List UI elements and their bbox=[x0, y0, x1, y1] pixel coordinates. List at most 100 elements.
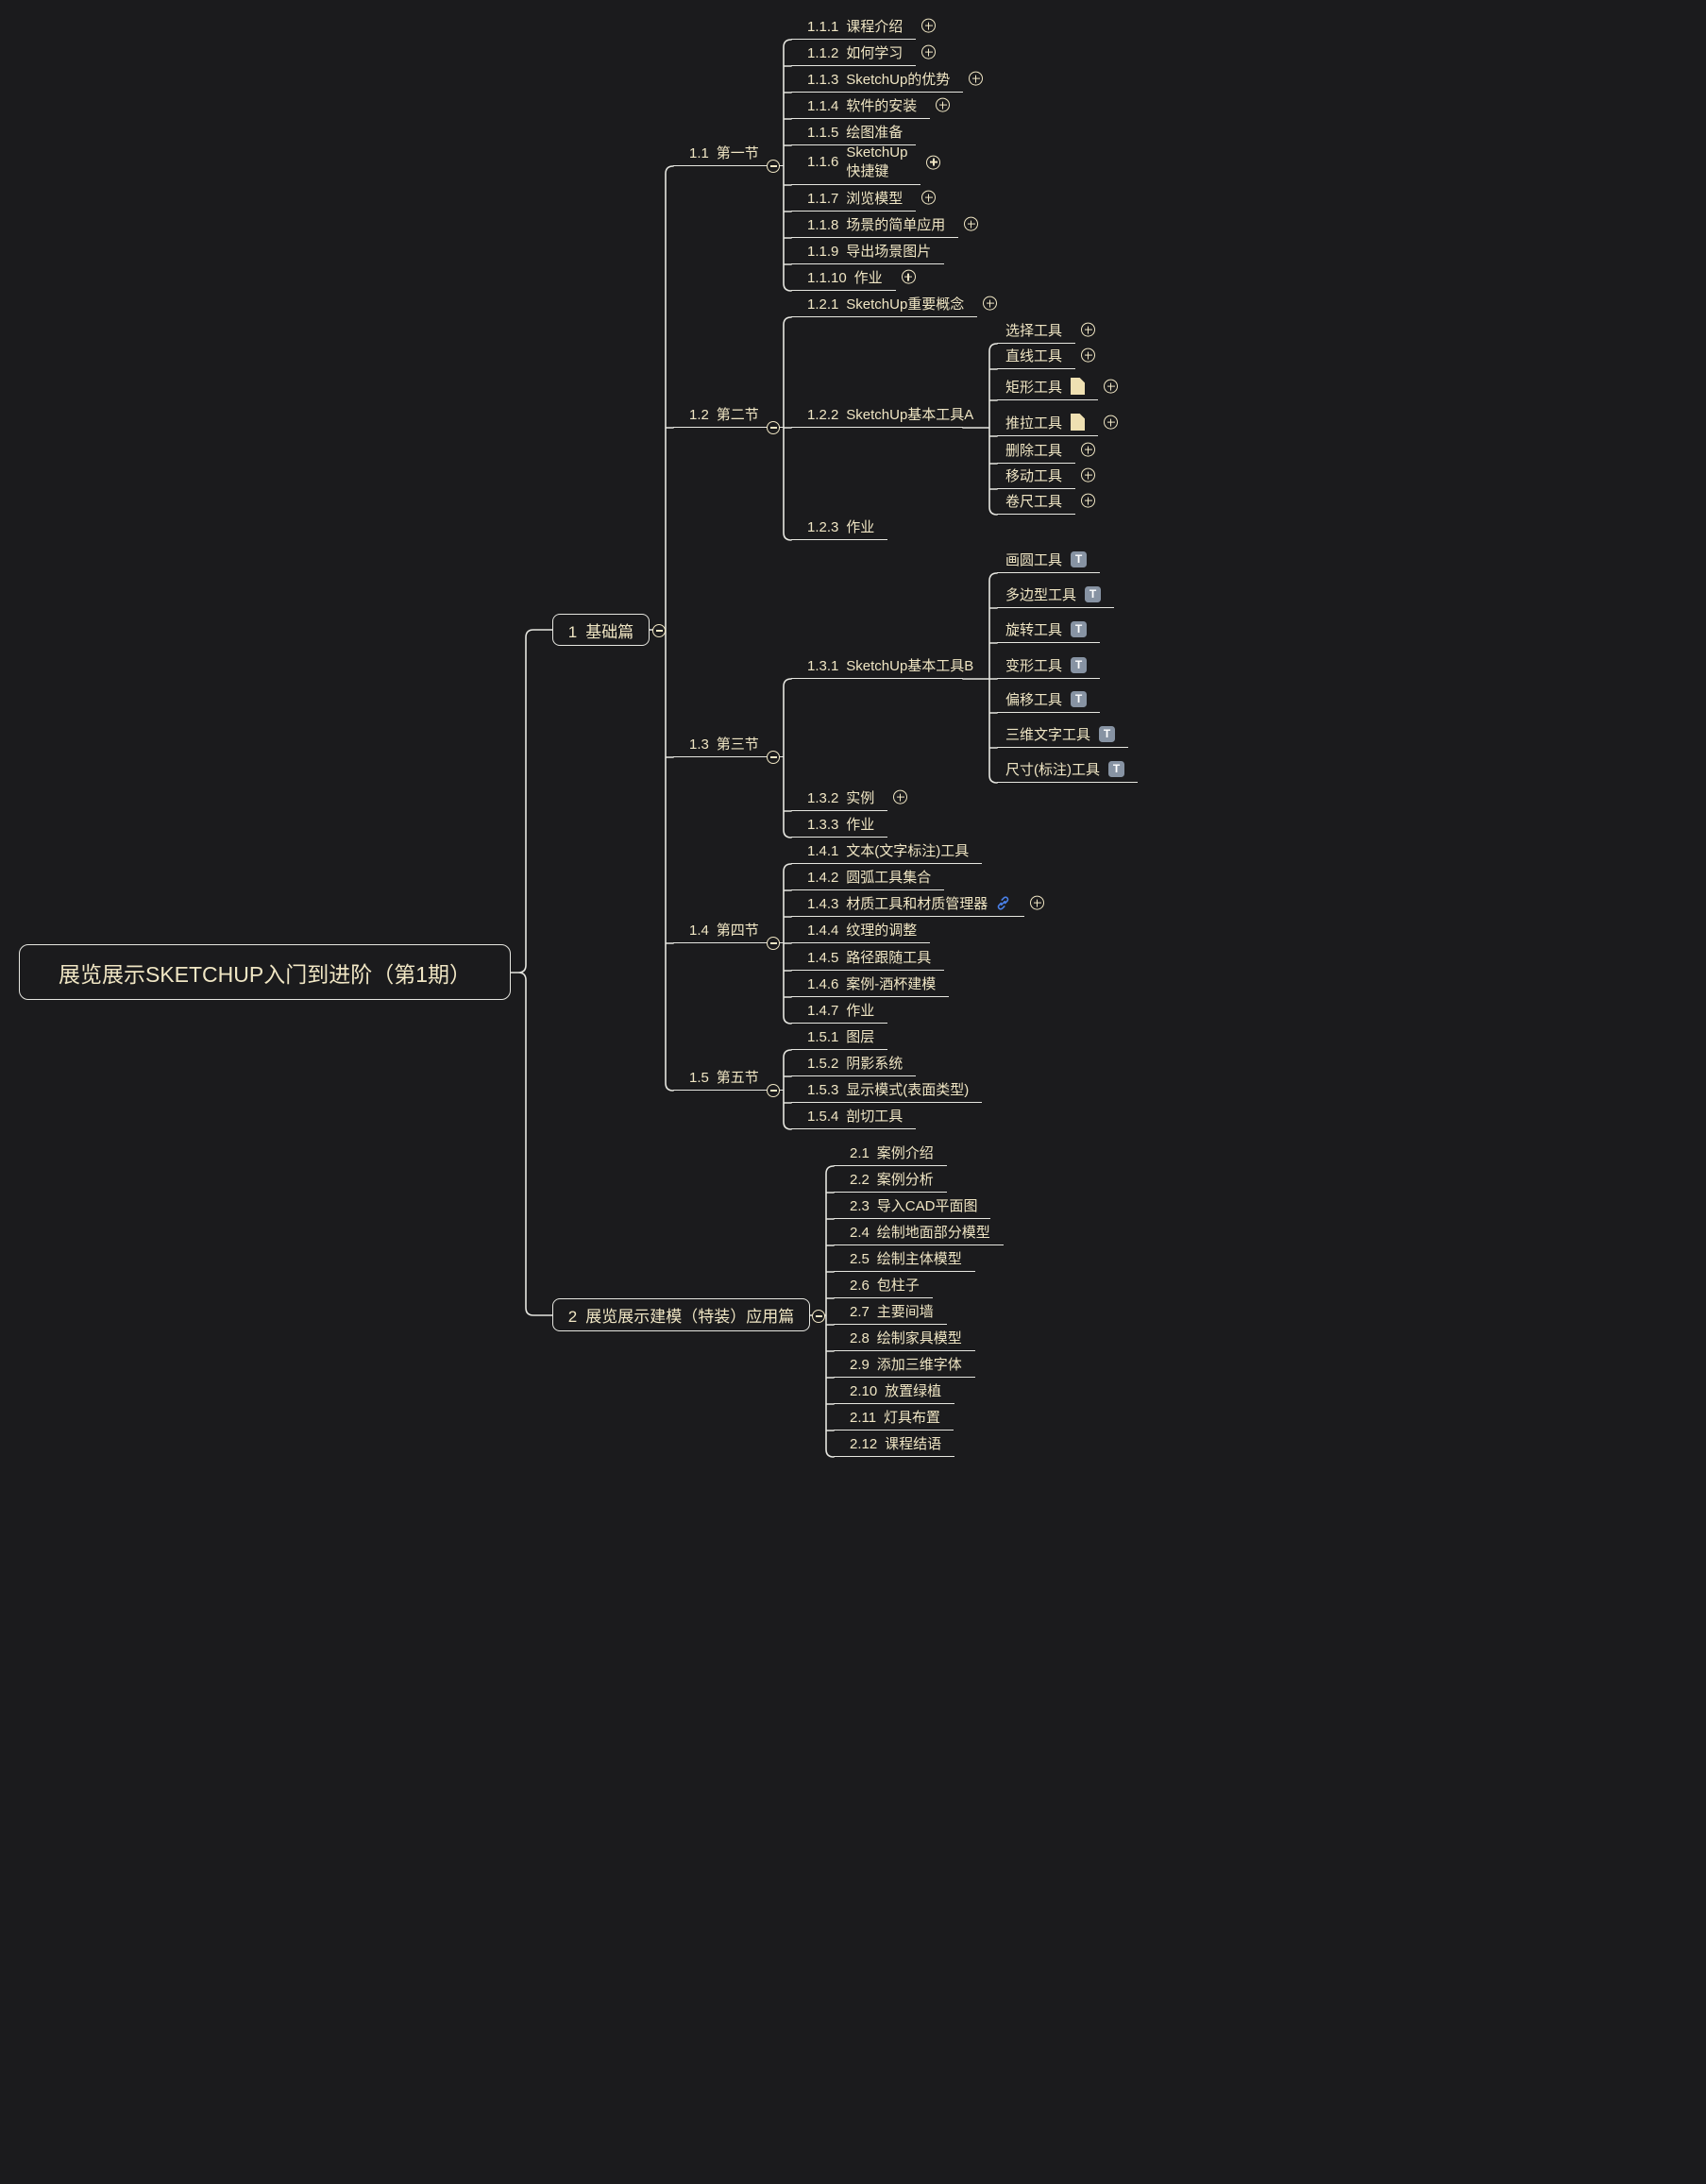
collapse-icon[interactable] bbox=[767, 1084, 780, 1097]
topic-1-4-6[interactable]: 1.4.6 案例-酒杯建模 bbox=[791, 972, 950, 997]
template-icon[interactable]: T bbox=[1071, 656, 1088, 673]
expand-icon[interactable] bbox=[921, 44, 937, 59]
topic-1-5-1[interactable]: 1.5.1 图层 bbox=[791, 1024, 888, 1050]
template-icon[interactable]: T bbox=[1071, 550, 1088, 567]
topic-rectangle-tool[interactable]: 矩形工具 bbox=[997, 375, 1119, 400]
expand-icon[interactable] bbox=[1081, 442, 1096, 457]
topic-1-2-1[interactable]: 1.2.1 SketchUp重要概念 bbox=[791, 292, 998, 317]
topic-2-3[interactable]: 2.3 导入CAD平面图 bbox=[834, 1194, 991, 1219]
topic-offset-tool[interactable]: 偏移工具 T bbox=[997, 687, 1101, 713]
expand-icon[interactable] bbox=[1104, 379, 1119, 394]
topic-1-3-1[interactable]: 1.3.1 SketchUp基本工具B bbox=[791, 653, 973, 679]
collapse-icon[interactable] bbox=[767, 160, 780, 173]
topic-1-4-3[interactable]: 1.4.3 材质工具和材质管理器 bbox=[791, 891, 1045, 917]
topic-1-1-3[interactable]: 1.1.3 SketchUp的优势 bbox=[791, 67, 984, 93]
topic-1-4-2[interactable]: 1.4.2 圆弧工具集合 bbox=[791, 865, 945, 890]
topic-3dtext-tool[interactable]: 三维文字工具 T bbox=[997, 722, 1129, 748]
topic-2-11[interactable]: 2.11 灯具布置 bbox=[834, 1405, 954, 1431]
expand-icon[interactable] bbox=[1081, 493, 1096, 508]
collapse-icon[interactable] bbox=[767, 421, 780, 434]
topic-erase-tool[interactable]: 删除工具 bbox=[997, 438, 1096, 464]
topic-1-1-9[interactable]: 1.1.9 导出场景图片 bbox=[791, 239, 945, 264]
topic-tape-tool[interactable]: 卷尺工具 bbox=[997, 489, 1096, 515]
main-topic-application[interactable]: 2 展览展示建模（特装）应用篇 bbox=[552, 1298, 810, 1331]
expand-icon[interactable] bbox=[983, 296, 998, 311]
expand-icon[interactable] bbox=[936, 97, 951, 112]
expand-icon[interactable] bbox=[901, 269, 916, 284]
topic-2-12[interactable]: 2.12 课程结语 bbox=[834, 1431, 955, 1457]
topic-rotate-tool[interactable]: 旋转工具 T bbox=[997, 618, 1101, 643]
topic-pushpull-tool[interactable]: 推拉工具 bbox=[997, 411, 1119, 436]
topic-2-2[interactable]: 2.2 案例分析 bbox=[834, 1167, 947, 1193]
topic-1-4-4[interactable]: 1.4.4 纹理的调整 bbox=[791, 918, 931, 943]
topic-1-3[interactable]: 1.3 第三节 bbox=[673, 732, 784, 764]
topic-2-1[interactable]: 2.1 案例介绍 bbox=[834, 1141, 947, 1166]
template-icon[interactable]: T bbox=[1085, 585, 1102, 602]
expand-icon[interactable] bbox=[921, 190, 937, 205]
topic-1-4[interactable]: 1.4 第四节 bbox=[673, 918, 784, 950]
topic-1-1-4[interactable]: 1.1.4 软件的安装 bbox=[791, 93, 951, 119]
topic-1-4-7[interactable]: 1.4.7 作业 bbox=[791, 998, 888, 1024]
template-icon[interactable]: T bbox=[1071, 620, 1088, 637]
template-icon[interactable]: T bbox=[1099, 725, 1116, 742]
topic-1-2[interactable]: 1.2 第二节 bbox=[673, 402, 784, 434]
topic-2-5[interactable]: 2.5 绘制主体模型 bbox=[834, 1246, 975, 1272]
topic-line-tool[interactable]: 直线工具 bbox=[997, 344, 1096, 369]
expand-icon[interactable] bbox=[964, 216, 979, 231]
topic-1-4-1[interactable]: 1.4.1 文本(文字标注)工具 bbox=[791, 838, 983, 864]
topic-1-1-10[interactable]: 1.1.10 作业 bbox=[791, 265, 916, 291]
topic-2-4[interactable]: 2.4 绘制地面部分模型 bbox=[834, 1220, 1004, 1245]
template-icon[interactable]: T bbox=[1108, 760, 1124, 777]
topic-1-3-2[interactable]: 1.3.2 实例 bbox=[791, 786, 908, 811]
expand-icon[interactable] bbox=[921, 18, 937, 33]
topic-scale-tool[interactable]: 变形工具 T bbox=[997, 653, 1101, 679]
expand-icon[interactable] bbox=[1081, 467, 1096, 483]
expand-icon[interactable] bbox=[1030, 895, 1045, 910]
collapse-icon[interactable] bbox=[767, 751, 780, 764]
expand-icon[interactable] bbox=[1081, 322, 1096, 337]
topic-1-3-3[interactable]: 1.3.3 作业 bbox=[791, 812, 888, 838]
expand-icon[interactable] bbox=[926, 155, 941, 170]
template-icon[interactable]: T bbox=[1071, 690, 1088, 707]
topic-1-1-1[interactable]: 1.1.1 课程介绍 bbox=[791, 14, 937, 40]
topic-1-5-3[interactable]: 1.5.3 显示模式(表面类型) bbox=[791, 1077, 983, 1103]
topic-1-1-8[interactable]: 1.1.8 场景的简单应用 bbox=[791, 212, 979, 238]
topic-1-2-3[interactable]: 1.2.3 作业 bbox=[791, 515, 888, 540]
topic-1-2-2[interactable]: 1.2.2 SketchUp基本工具A bbox=[791, 402, 973, 428]
topic-1-1-5[interactable]: 1.1.5 绘图准备 bbox=[791, 120, 917, 145]
topic-1-4-5[interactable]: 1.4.5 路径跟随工具 bbox=[791, 945, 945, 971]
expand-icon[interactable] bbox=[893, 789, 908, 804]
topic-2-6[interactable]: 2.6 包柱子 bbox=[834, 1273, 933, 1298]
attachment-icon[interactable] bbox=[1071, 414, 1086, 431]
topic-move-tool[interactable]: 移动工具 bbox=[997, 464, 1096, 489]
topic-label: 1.1.9 导出场景图片 bbox=[807, 243, 932, 260]
root-topic[interactable]: 展览展示SKETCHUP入门到进阶（第1期） bbox=[19, 944, 511, 1000]
topic-dimension-tool[interactable]: 尺寸(标注)工具 T bbox=[997, 757, 1138, 783]
hyperlink-icon[interactable] bbox=[995, 895, 1011, 911]
expand-icon[interactable] bbox=[1081, 347, 1096, 363]
collapse-icon[interactable] bbox=[652, 624, 666, 637]
topic-2-10[interactable]: 2.10 放置绿植 bbox=[834, 1379, 955, 1404]
collapse-icon[interactable] bbox=[812, 1310, 825, 1323]
topic-2-9[interactable]: 2.9 添加三维字体 bbox=[834, 1352, 975, 1378]
attachment-icon[interactable] bbox=[1071, 378, 1086, 395]
expand-icon[interactable] bbox=[1104, 415, 1119, 430]
topic-polygon-tool[interactable]: 多边型工具 T bbox=[997, 583, 1115, 608]
topic-2-8[interactable]: 2.8 绘制家具模型 bbox=[834, 1326, 975, 1351]
topic-label: 1.3.2 实例 bbox=[807, 789, 875, 806]
expand-icon[interactable] bbox=[969, 71, 984, 86]
main-topic-basics[interactable]: 1 基础篇 bbox=[552, 614, 650, 646]
topic-1-1-2[interactable]: 1.1.2 如何学习 bbox=[791, 41, 937, 66]
topic-1-5[interactable]: 1.5 第五节 bbox=[673, 1065, 784, 1097]
collapse-icon[interactable] bbox=[767, 937, 780, 950]
topic-1-5-2[interactable]: 1.5.2 阴影系统 bbox=[791, 1051, 917, 1076]
topic-label: 1.1.4 软件的安装 bbox=[807, 97, 918, 114]
topic-1-1[interactable]: 1.1 第一节 bbox=[673, 141, 784, 173]
topic-1-1-7[interactable]: 1.1.7 浏览模型 bbox=[791, 186, 937, 212]
topic-1-5-4[interactable]: 1.5.4 剖切工具 bbox=[791, 1104, 917, 1129]
topic-select-tool[interactable]: 选择工具 bbox=[997, 318, 1096, 344]
topic-2-7[interactable]: 2.7 主要间墙 bbox=[834, 1299, 947, 1325]
topic-circle-tool[interactable]: 画圆工具 T bbox=[997, 548, 1101, 573]
topic-label: 选择工具 bbox=[1005, 322, 1063, 339]
topic-1-1-6[interactable]: 1.1.6 SketchUp 快捷键 bbox=[791, 142, 941, 185]
